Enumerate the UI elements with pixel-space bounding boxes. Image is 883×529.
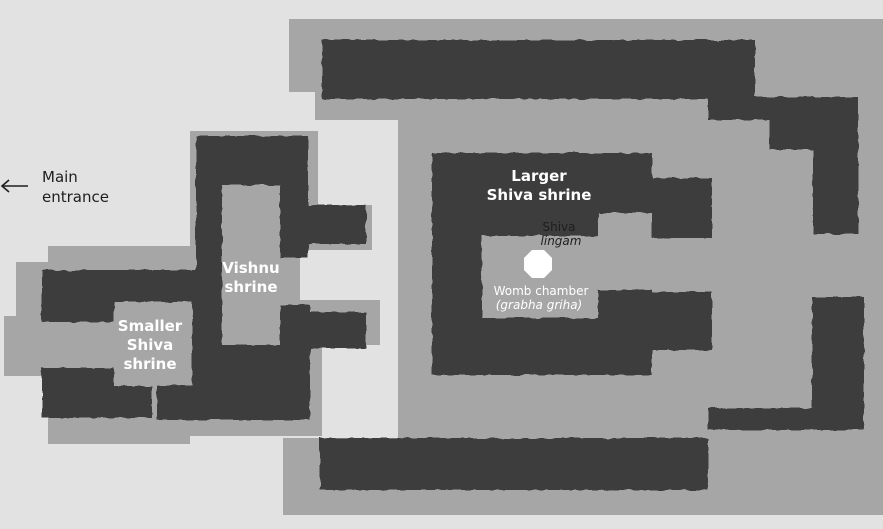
smaller-shiva-shrine-label-line3: shrine	[124, 355, 177, 373]
left-arrow-icon	[0, 179, 28, 193]
main-entrance-label-line2: entrance	[42, 188, 109, 206]
shiva-lingam-label-line1: Shiva	[542, 220, 575, 234]
walls	[42, 40, 864, 490]
smaller-shiva-shrine-label-line1: Smaller	[118, 317, 183, 335]
smaller-shrine-upper-walls	[42, 270, 196, 322]
north-wall	[322, 40, 858, 234]
smaller-shiva-shrine-label-line2: Shiva	[127, 336, 174, 354]
womb-chamber-label-line1: Womb chamber	[494, 284, 589, 298]
larger-shiva-shrine-label-line1: Larger	[511, 167, 567, 185]
larger-shrine-walls	[432, 153, 712, 375]
vishnu-shrine-walls	[157, 136, 366, 420]
smaller-shrine-lower-walls	[42, 368, 152, 418]
shiva-lingam-label-line2: lingam	[541, 234, 582, 248]
womb-chamber-label-line2: (grabha griha)	[496, 298, 583, 312]
larger-shiva-shrine-label-line2: Shiva shrine	[487, 186, 592, 204]
main-entrance-label-line1: Main	[42, 168, 78, 186]
vishnu-shrine-label-line2: shrine	[225, 278, 278, 296]
south-wall	[320, 297, 864, 490]
vishnu-shrine-label-line1: Vishnu	[222, 259, 279, 277]
octagon-icon	[524, 250, 552, 278]
main-temple-platform	[283, 19, 883, 515]
